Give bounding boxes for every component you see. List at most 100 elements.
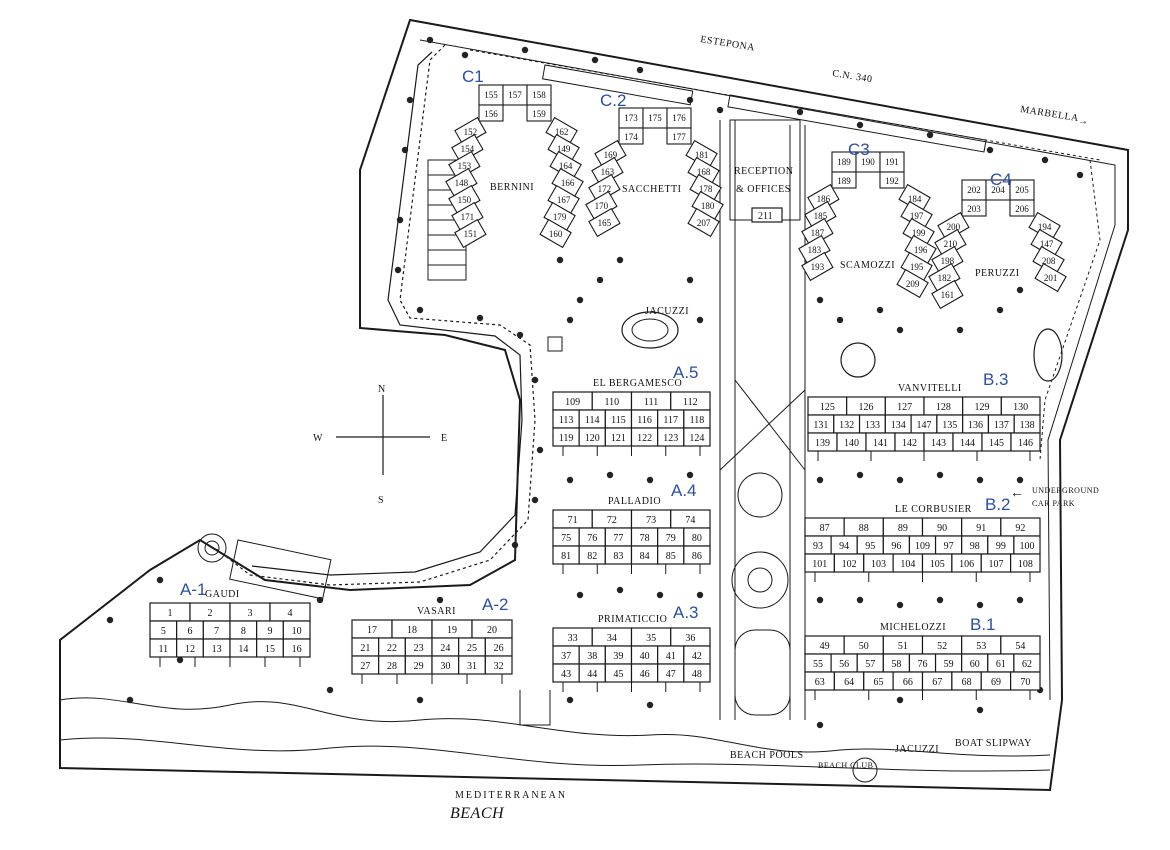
unit-number: 120 (585, 433, 600, 444)
fan-name: PERUZZI (975, 268, 1020, 279)
jacuzzi-pool-inner (631, 318, 669, 342)
unit-number: 37 (561, 651, 571, 662)
tree (956, 326, 964, 334)
perimeter-drive-outer (251, 51, 523, 576)
fan-unit (931, 279, 964, 310)
unit-number: 62 (1022, 659, 1032, 670)
unit-number: 122 (637, 433, 652, 444)
road-estepona: ESTEPONA (700, 34, 756, 54)
tree (556, 256, 564, 264)
fan-unit-number: 165 (598, 218, 612, 228)
fan-unit-number: 170 (595, 201, 609, 211)
unit-number: 109 (565, 397, 580, 408)
block-name: PALLADIO (608, 496, 661, 507)
unit-number: 117 (663, 415, 678, 426)
unit-number: 46 (640, 669, 650, 680)
tree (896, 696, 904, 704)
fan-unit-number: 148 (455, 178, 469, 188)
unit-number: 107 (988, 559, 1003, 570)
unit-number: 86 (692, 551, 702, 562)
unit-number: 82 (587, 551, 597, 562)
fan-unit (896, 268, 929, 299)
tree (436, 596, 444, 604)
unit-number: 21 (360, 643, 370, 654)
fan-unit-number: 204 (991, 185, 1005, 195)
fan-name: SACCHETTI (622, 184, 682, 195)
tree (836, 316, 844, 324)
tree (896, 476, 904, 484)
unit-number: 53 (976, 641, 986, 652)
unit-cell (1010, 432, 1041, 452)
jacuzzi-top-label: JACUZZI (645, 306, 689, 317)
unit-number: 33 (568, 633, 578, 644)
unit-number: 104 (900, 559, 915, 570)
unit-number: 121 (611, 433, 626, 444)
unit-number: 83 (613, 551, 623, 562)
fan-unit-number: 201 (1044, 273, 1058, 283)
fan-unit-number: 189 (837, 157, 851, 167)
fan-code: C3 (848, 140, 870, 159)
fan-unit (961, 199, 987, 217)
tree (531, 496, 539, 504)
tree (986, 146, 994, 154)
unit-number: 76 (918, 659, 928, 670)
unit-number: 95 (865, 541, 875, 552)
fan-unit (687, 207, 720, 238)
tree (816, 596, 824, 604)
reception-unit-box (751, 207, 783, 223)
unit-number: 77 (613, 533, 623, 544)
unit-number: 144 (960, 438, 975, 449)
tree (596, 276, 604, 284)
tree (896, 326, 904, 334)
compass-e: E (441, 433, 448, 444)
tree (996, 306, 1004, 314)
tree (176, 656, 184, 664)
tree (531, 376, 539, 384)
unit-number: 60 (970, 659, 980, 670)
unit-number: 70 (1020, 677, 1030, 688)
reception-label-1: RECEPTION (734, 166, 794, 177)
unit-cell (683, 545, 711, 565)
fan-unit-number: 168 (697, 167, 711, 177)
fan-code: C.2 (600, 91, 626, 110)
block-code: A.5 (673, 363, 699, 382)
beach-area (59, 690, 1051, 783)
unit-number: 22 (387, 643, 397, 654)
unit-number: 15 (265, 644, 275, 655)
jacuzzi-pool (621, 311, 679, 349)
fan-unit (879, 171, 905, 189)
reception-label-2: & OFFICES (736, 184, 791, 195)
fan-unit-number: 194 (1038, 222, 1052, 232)
unit-cell (683, 427, 711, 447)
fan-unit-number: 180 (701, 201, 715, 211)
unit-number: 28 (387, 661, 397, 672)
inner-boundary (419, 39, 1116, 701)
beach-club-label: BEACH CLUB (818, 761, 873, 770)
unit-number: 32 (494, 661, 504, 672)
fan-unit-number: 177 (672, 132, 686, 142)
unit-number: 92 (1015, 523, 1025, 534)
fan-unit-number: 181 (695, 150, 709, 160)
tree (396, 216, 404, 224)
compass-s: S (378, 495, 384, 506)
unit-number: 16 (292, 644, 302, 655)
unit-number: 72 (607, 515, 617, 526)
fan-unit (478, 104, 504, 122)
unit-number: 71 (568, 515, 578, 526)
unit-number: 45 (613, 669, 623, 680)
road-cn340: C.N. 340 (832, 68, 874, 85)
fan-unit-number: 161 (941, 290, 955, 300)
unit-number: 119 (559, 433, 574, 444)
unit-number: 93 (813, 541, 823, 552)
tree (126, 696, 134, 704)
tree (576, 591, 584, 599)
tree (876, 306, 884, 314)
tree (816, 296, 824, 304)
unit-number: 90 (937, 523, 947, 534)
tree (716, 106, 724, 114)
reception-unit: 211 (758, 211, 773, 222)
